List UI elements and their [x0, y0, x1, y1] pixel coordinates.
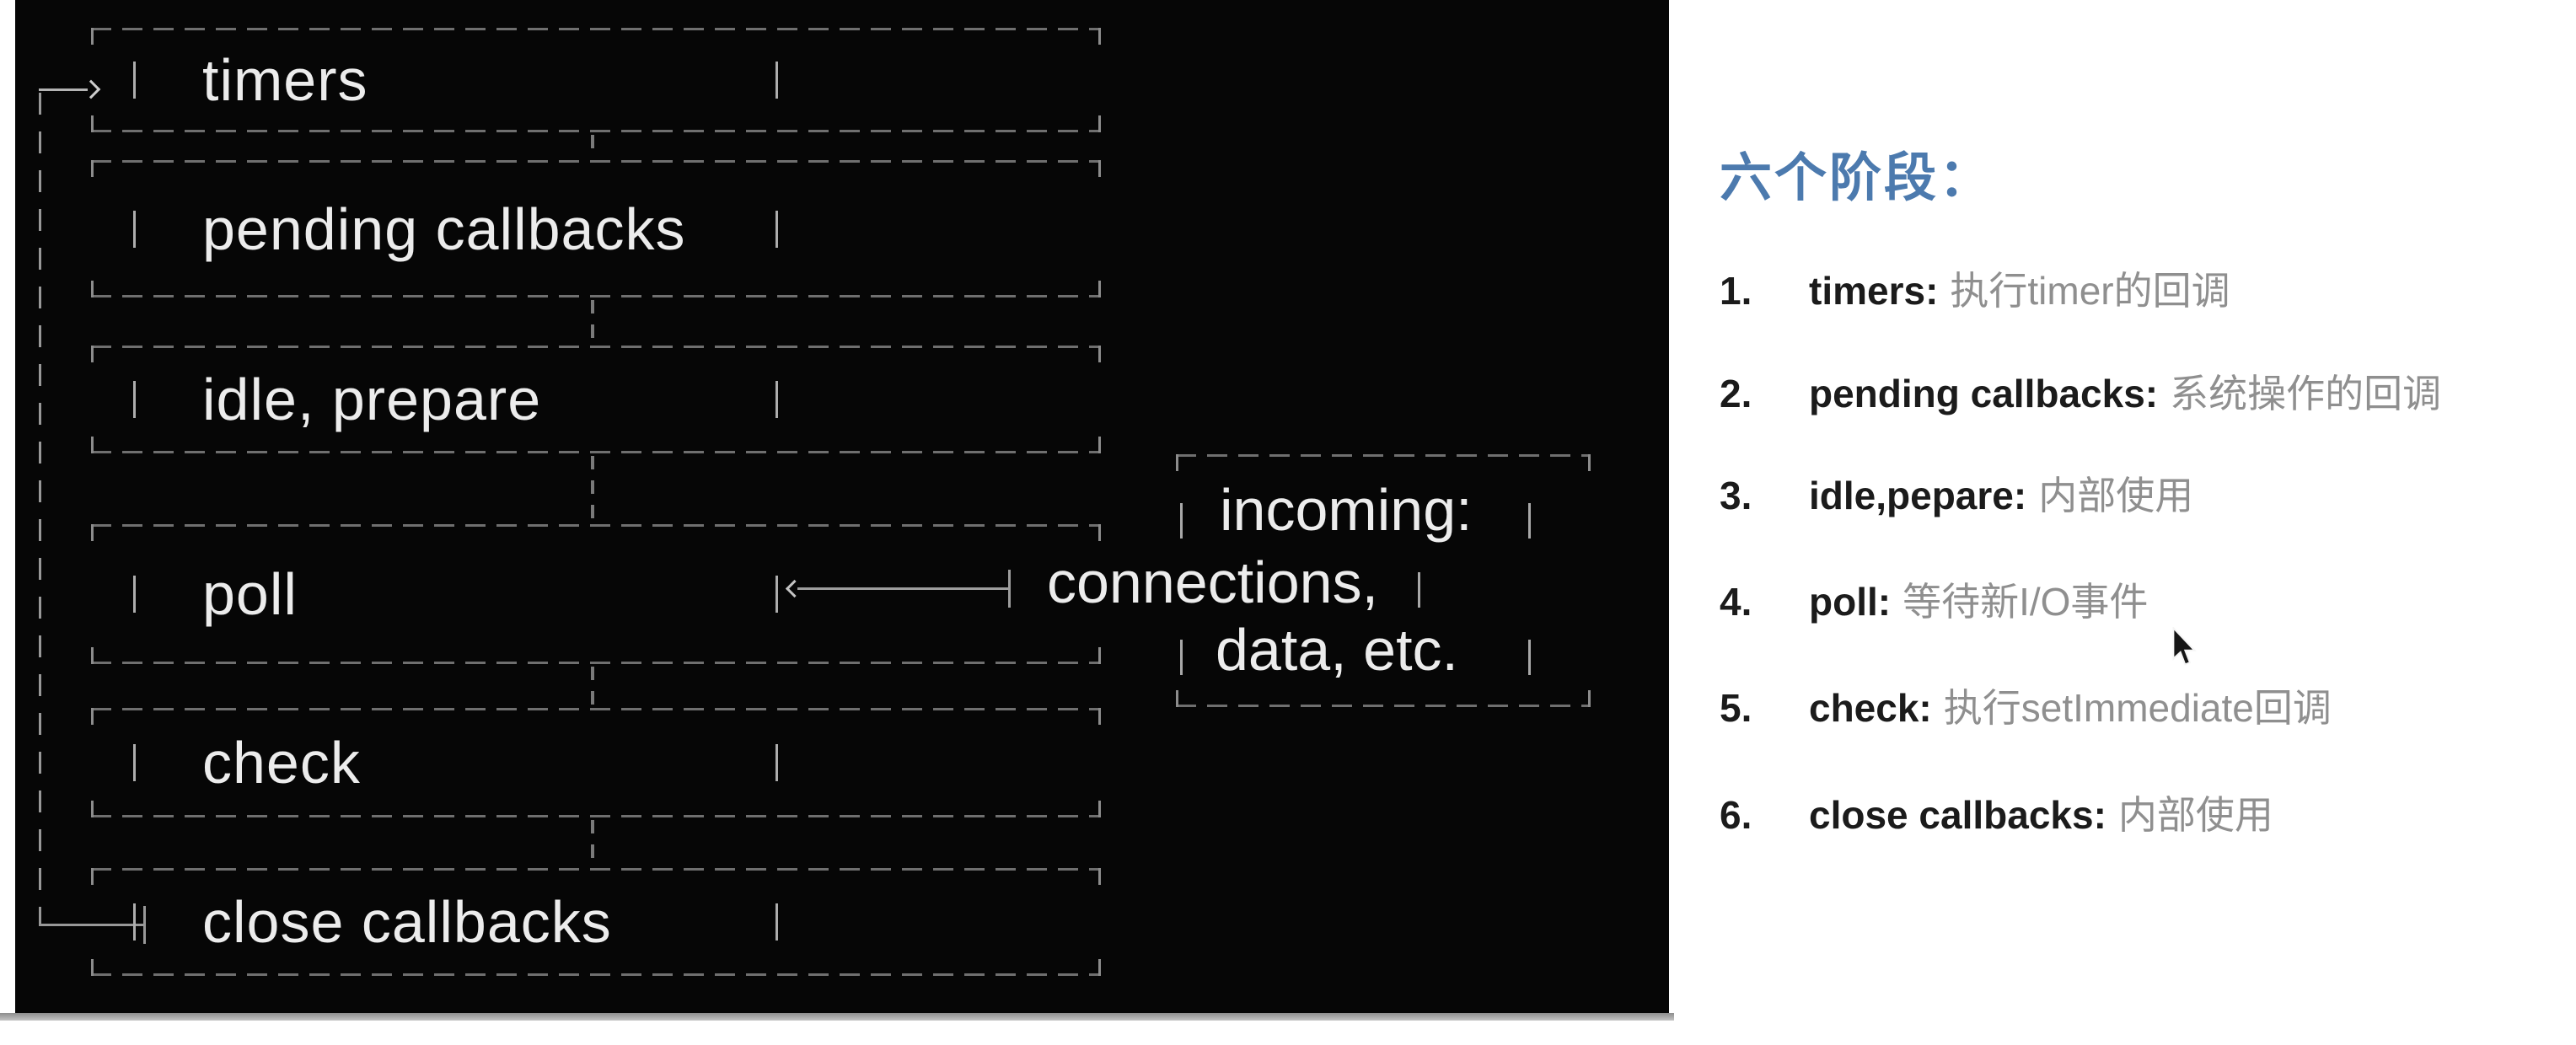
mouse-cursor-icon	[2172, 627, 2197, 666]
note-item-poll: 4. poll:等待新I/O事件	[1720, 575, 2148, 629]
incoming-arrow-tail-bar	[1008, 570, 1011, 608]
incoming-to-poll-line	[797, 587, 1010, 590]
box-border-top	[91, 160, 1101, 177]
box-border-bottom	[91, 437, 1101, 453]
note-desc: 执行setImmediate回调	[1943, 686, 2332, 730]
ascii-pipe	[775, 576, 778, 613]
note-item-idle-prepare: 3. idle,pepare: 内部使用	[1720, 469, 2193, 522]
box-border-bottom	[1176, 690, 1591, 707]
box-border-top	[91, 28, 1101, 45]
phase-label: poll	[202, 561, 298, 627]
incoming-box: incoming: connections, data, etc.	[1047, 454, 1591, 707]
note-number: 5.	[1720, 686, 1752, 730]
ascii-pipe	[133, 576, 136, 613]
phase-label: close callbacks	[202, 889, 612, 955]
note-item-timers: 1. timers:执行timer的回调	[1720, 264, 2230, 318]
phase-label: pending callbacks	[202, 196, 686, 262]
panel-bottom-edge	[0, 1013, 1674, 1021]
ascii-pipe	[1180, 503, 1183, 539]
phase-box-timers: timers	[91, 28, 1101, 132]
box-border-top	[91, 868, 1101, 885]
ascii-pipe	[133, 62, 136, 99]
ascii-pipe	[775, 903, 778, 940]
ascii-pipe	[775, 62, 778, 99]
loop-top-line	[39, 88, 88, 91]
phase-label: timers	[202, 47, 368, 113]
note-number: 4.	[1720, 580, 1752, 624]
note-term: idle,pepare:	[1809, 474, 2027, 517]
note-term: timers:	[1809, 269, 1939, 313]
phase-label: check	[202, 730, 361, 796]
note-term: close callbacks:	[1809, 793, 2106, 837]
note-desc: 执行timer的回调	[1950, 269, 2230, 313]
box-border-bottom	[91, 115, 1101, 132]
note-desc: 等待新I/O事件	[1902, 580, 2149, 624]
incoming-line-1: incoming:	[1220, 477, 1473, 543]
loop-vertical-dashed-line	[39, 93, 41, 925]
phase-box-check: check	[91, 708, 1101, 817]
note-term: pending callbacks:	[1809, 372, 2159, 415]
note-number: 2.	[1720, 372, 1752, 415]
ascii-pipe	[1418, 572, 1420, 608]
note-desc: 内部使用	[2117, 793, 2273, 837]
phase-box-idle-prepare: idle, prepare	[91, 346, 1101, 453]
phase-label: idle, prepare	[202, 367, 542, 432]
notes-title: 六个阶段：	[1720, 149, 1994, 207]
incoming-line-3: data, etc.	[1216, 617, 1458, 683]
phase-connector	[591, 667, 594, 706]
note-item-pending-callbacks: 2. pending callbacks: 系统操作的回调	[1720, 367, 2441, 421]
box-border-top	[91, 708, 1101, 725]
box-border-bottom	[91, 281, 1101, 297]
note-desc: 系统操作的回调	[2170, 372, 2442, 415]
note-term: check:	[1809, 686, 1932, 730]
loop-bottom-tail-bar	[143, 906, 146, 944]
note-number: 1.	[1720, 269, 1752, 313]
ascii-pipe	[133, 744, 136, 781]
note-desc: 内部使用	[2038, 474, 2194, 517]
box-border-bottom	[91, 959, 1101, 976]
ascii-pipe	[133, 381, 136, 418]
ascii-pipe	[133, 903, 136, 940]
note-item-close-callbacks: 6. close callbacks:内部使用	[1720, 788, 2273, 842]
ascii-pipe	[1180, 640, 1183, 675]
incoming-line-2: connections,	[1047, 549, 1379, 615]
box-border-bottom	[91, 801, 1101, 817]
ascii-pipe	[775, 210, 778, 248]
box-border-top	[91, 346, 1101, 362]
phase-box-poll: poll	[91, 524, 1101, 664]
note-number: 6.	[1720, 793, 1752, 837]
phase-box-pending-callbacks: pending callbacks	[91, 160, 1101, 297]
phase-box-close-callbacks: close callbacks	[91, 868, 1101, 976]
ascii-pipe	[133, 210, 136, 248]
phase-connector	[591, 135, 594, 158]
ascii-pipe	[775, 381, 778, 418]
note-term: poll:	[1809, 580, 1892, 624]
note-number: 3.	[1720, 474, 1752, 517]
ascii-pipe	[1528, 640, 1531, 675]
ascii-pipe	[1528, 503, 1531, 539]
loop-bottom-line	[39, 924, 145, 926]
ascii-pipe	[775, 744, 778, 781]
box-border-top	[1176, 454, 1591, 471]
event-loop-diagram-panel: timers pending callbacks idle, prepare p…	[15, 0, 1669, 1013]
box-border-bottom	[91, 647, 1101, 664]
phase-connector	[591, 300, 594, 344]
note-item-check: 5. check:执行setImmediate回调	[1720, 681, 2332, 735]
phase-connector	[591, 820, 594, 866]
phase-connector	[591, 456, 594, 522]
box-border-top	[91, 524, 1101, 541]
